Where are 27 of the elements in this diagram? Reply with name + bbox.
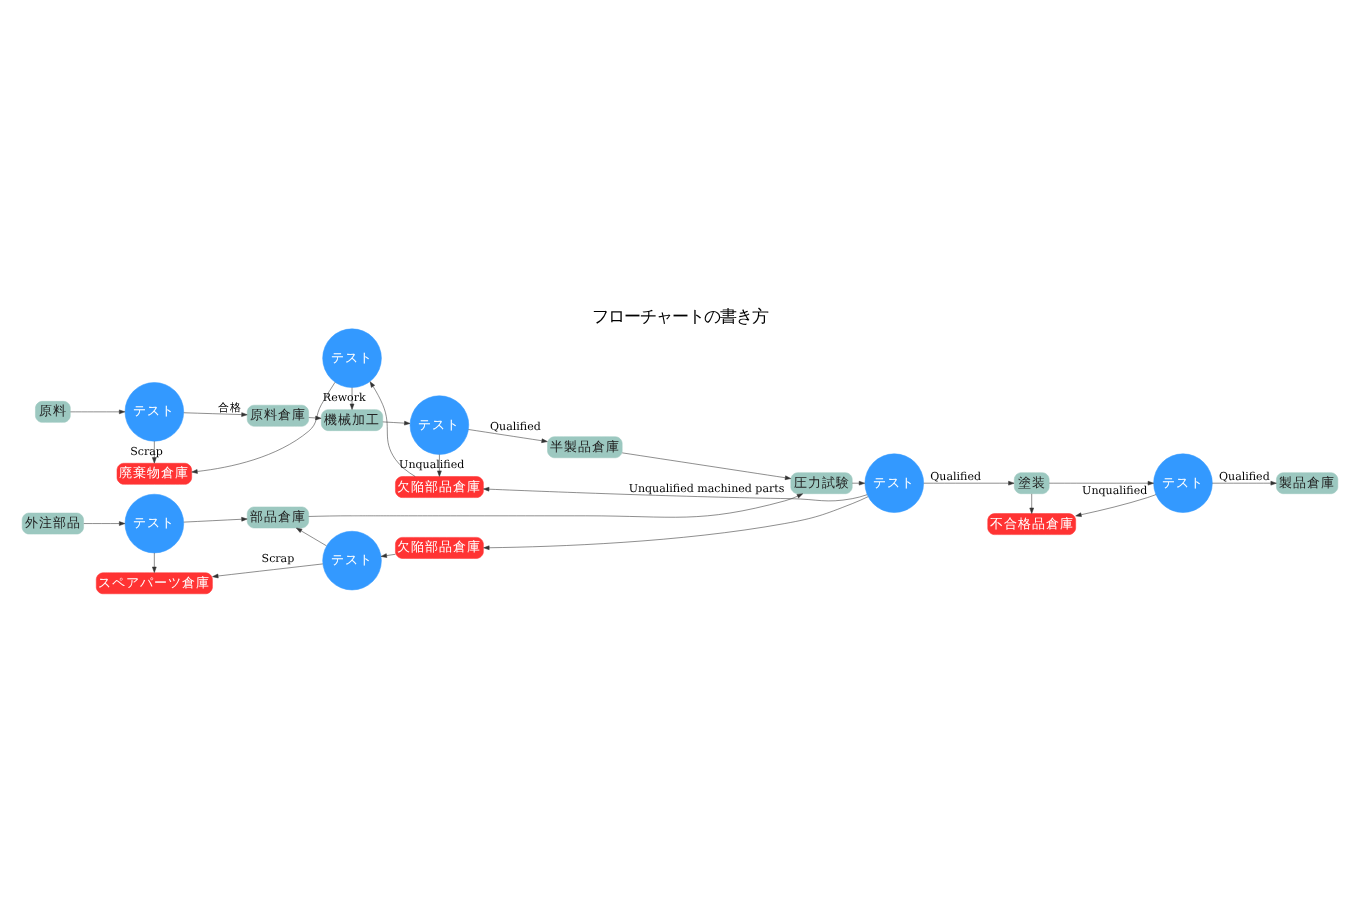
arrow (1029, 493, 1034, 514)
arrow (296, 527, 327, 547)
arrow (191, 381, 336, 474)
arrow (308, 493, 803, 518)
arrow (212, 563, 324, 579)
arrow (1075, 494, 1157, 517)
arrow (83, 521, 126, 526)
arrow (437, 454, 442, 477)
arrow (183, 517, 248, 523)
arrow (308, 415, 322, 421)
arrow (852, 480, 865, 486)
arrow (152, 552, 157, 573)
arrow (70, 409, 126, 415)
arrow (621, 452, 792, 480)
arrow (468, 429, 548, 443)
arrow (483, 487, 868, 502)
arrow (923, 480, 1015, 486)
arrow (349, 387, 355, 410)
arrow (152, 441, 157, 464)
arrow (369, 381, 416, 477)
arrow (380, 553, 396, 558)
arrow (382, 420, 411, 426)
arrow (1048, 480, 1154, 486)
arrow (1212, 480, 1277, 486)
arrow (483, 496, 869, 550)
arrow (183, 412, 248, 417)
diagram-title: フローチャートの書き方 (592, 305, 768, 326)
